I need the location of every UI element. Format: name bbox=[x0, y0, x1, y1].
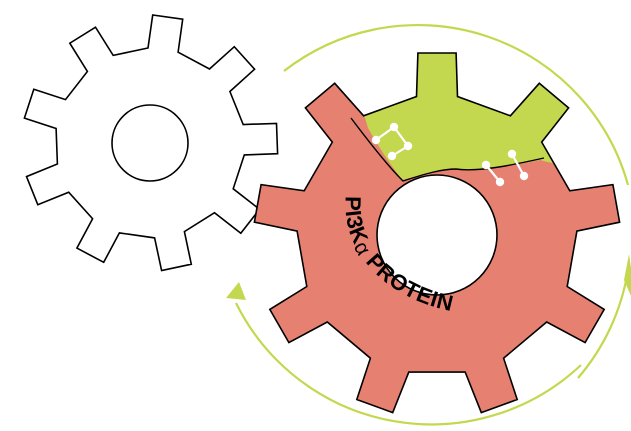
outline-gear bbox=[24, 15, 277, 271]
arrowhead-icon bbox=[226, 282, 246, 300]
gear-hub-hole bbox=[112, 105, 188, 181]
